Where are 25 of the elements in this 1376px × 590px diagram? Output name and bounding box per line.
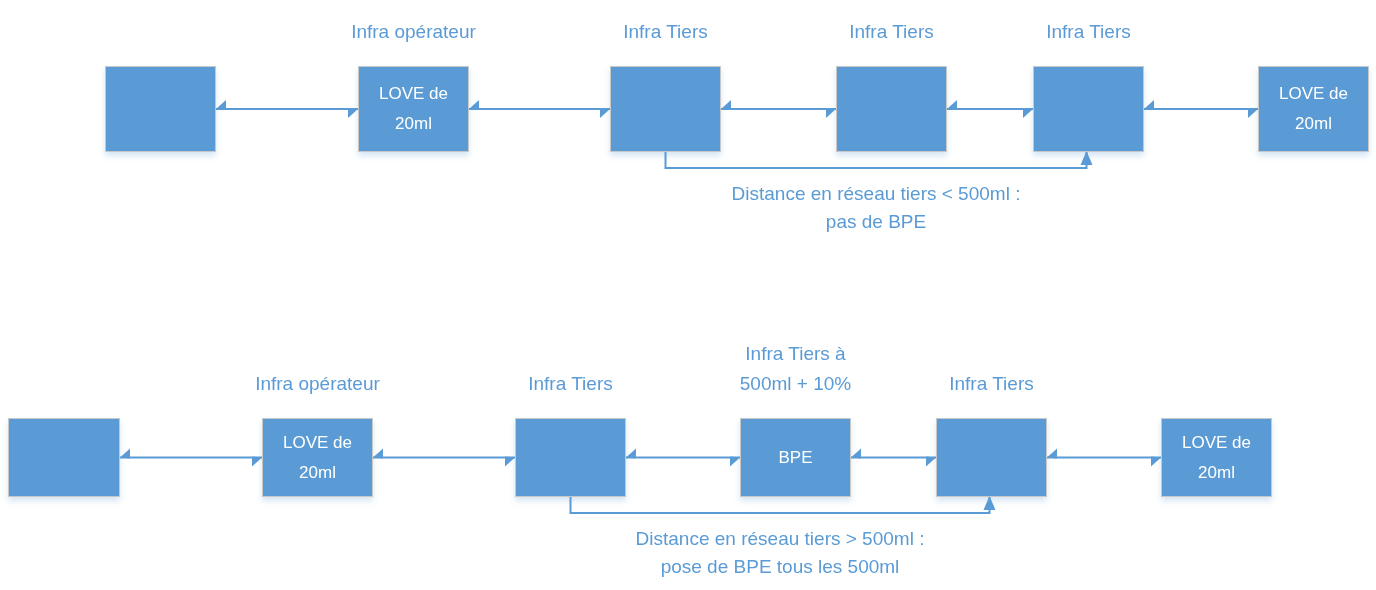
box-label: LOVE de 20ml (378, 83, 449, 135)
connector-arrow (850, 448, 937, 467)
node-heading: Infra Tiers (848, 20, 935, 44)
connector-arrow (625, 448, 741, 467)
node-heading: Infra Tiers à 500ml + 10% (738, 342, 853, 396)
connector-arrow (372, 448, 516, 467)
connector-arrow (569, 496, 996, 514)
connector-arrow (1046, 448, 1162, 467)
node-heading: Infra Tiers (622, 20, 709, 44)
connector-arrow (1143, 100, 1259, 118)
box-label: LOVE de 20ml (1181, 431, 1252, 484)
connector-arrow (664, 151, 1093, 169)
box-label: LOVE de 20ml (282, 431, 353, 484)
node-heading: Infra opérateur (254, 372, 381, 396)
node-heading: Infra Tiers (1045, 20, 1132, 44)
node-heading: Infra Tiers (948, 372, 1035, 396)
node-heading: Infra opérateur (350, 20, 477, 44)
connector-arrow (119, 448, 263, 467)
box-label: LOVE de 20ml (1278, 83, 1349, 135)
connector-arrow (720, 100, 837, 118)
box-label: BPE (777, 446, 814, 469)
connector-arrow (215, 100, 359, 118)
connector-arrow (946, 100, 1034, 118)
connector-arrow (468, 100, 611, 118)
node-heading: Infra Tiers (527, 372, 614, 396)
